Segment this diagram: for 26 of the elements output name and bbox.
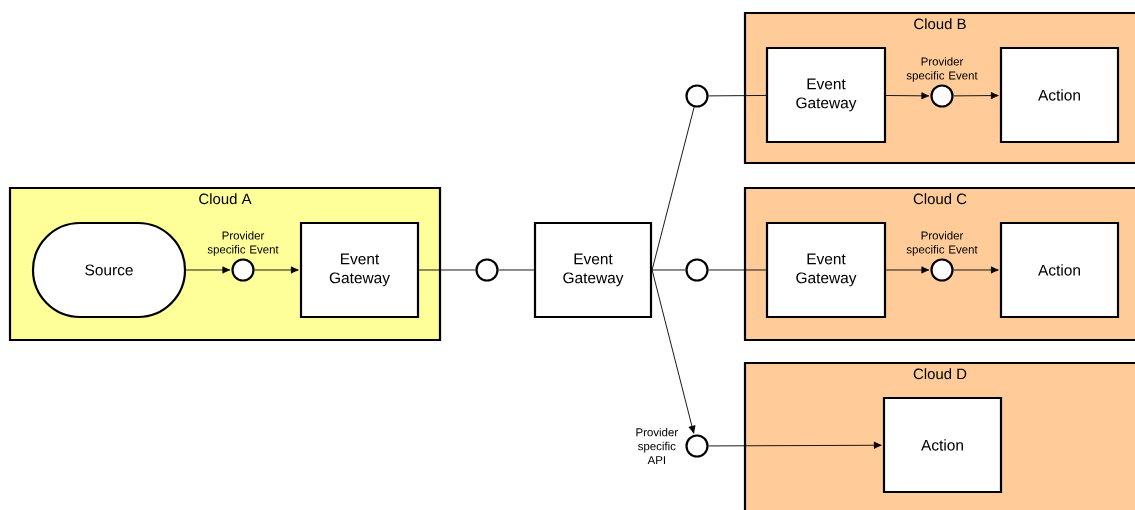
process-box: Event Gateway xyxy=(299,221,420,319)
interface-circle xyxy=(930,258,954,282)
interface-circle xyxy=(930,84,954,108)
arrow xyxy=(885,266,930,274)
interface-circle xyxy=(685,84,709,108)
node-caption: Provider specific Event xyxy=(906,57,978,82)
arrow xyxy=(651,269,696,434)
interface-circle xyxy=(231,258,255,282)
arrow xyxy=(254,266,299,274)
interface-circle xyxy=(475,258,499,282)
node-caption: Provider specific Event xyxy=(906,231,978,256)
process-box: Event Gateway xyxy=(765,46,887,144)
arrow xyxy=(953,266,999,274)
arrow xyxy=(885,92,930,100)
node-caption: Provider specific Event xyxy=(207,231,279,256)
process-box: Event Gateway xyxy=(533,221,653,319)
interface-circle xyxy=(685,434,709,458)
process-box: Action xyxy=(999,221,1120,319)
process-box: Event Gateway xyxy=(765,221,887,319)
arrow xyxy=(185,266,231,274)
arrow xyxy=(708,441,882,449)
arrow xyxy=(953,92,999,100)
process-box: Action xyxy=(999,46,1120,144)
interface-circle xyxy=(685,258,709,282)
node-caption: Provider specific API xyxy=(636,427,678,465)
process-box: Action xyxy=(882,396,1003,494)
